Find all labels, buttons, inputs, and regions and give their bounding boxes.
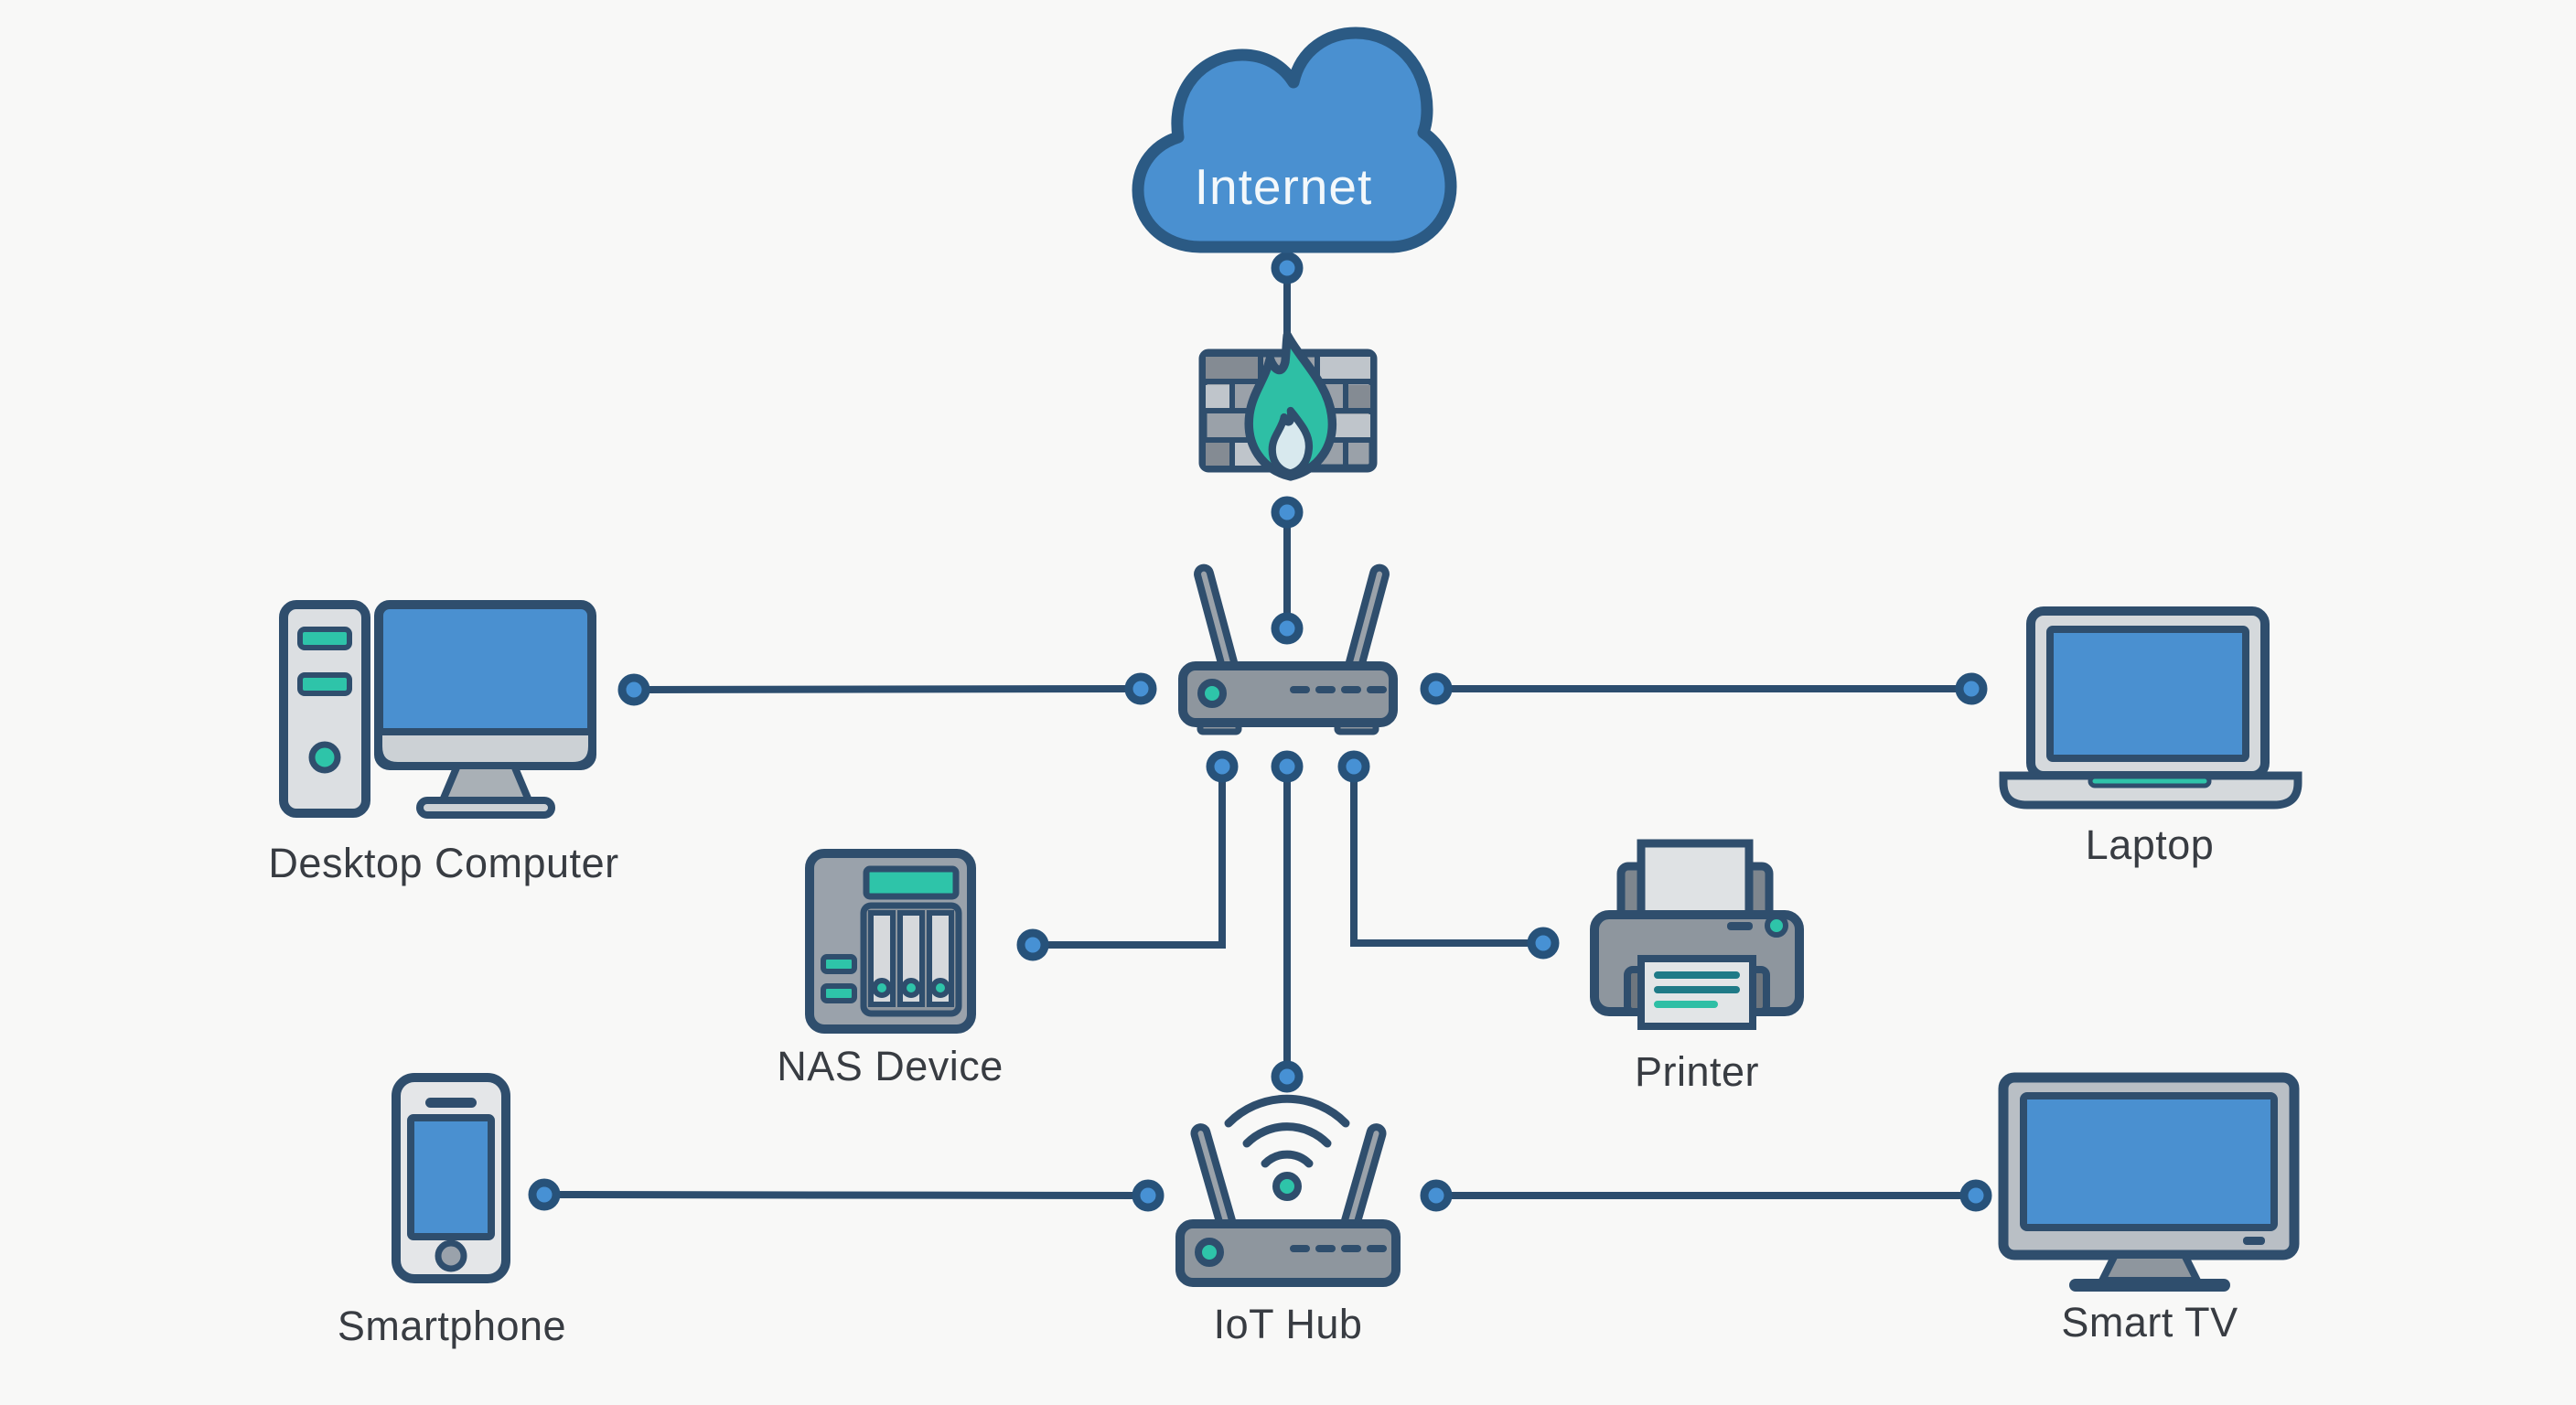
desktop-tower xyxy=(279,600,370,818)
router-ports xyxy=(1290,686,1387,693)
label-smartphone: Smartphone xyxy=(337,1303,567,1349)
smartphone-icon xyxy=(392,1073,510,1283)
label-laptop: Laptop xyxy=(2085,821,2215,868)
label-smart-tv: Smart TV xyxy=(2061,1299,2238,1346)
printer-paper-in xyxy=(1637,839,1754,923)
laptop-base xyxy=(1999,771,2302,810)
link-iothub-smartphone xyxy=(553,1191,1141,1199)
desktop-stand xyxy=(436,762,535,804)
flame-icon xyxy=(1244,330,1337,481)
node-laptop xyxy=(1955,672,1988,705)
iothub-ports xyxy=(1290,1245,1387,1252)
nas-icon xyxy=(805,849,976,1034)
node-router-south-left xyxy=(1206,750,1239,783)
node-smartphone xyxy=(528,1178,561,1211)
tv-screen xyxy=(2020,1092,2278,1231)
connector-lines xyxy=(553,276,1969,1199)
printer-icon xyxy=(1590,839,1804,1030)
node-below-internet xyxy=(1271,252,1304,284)
phone-speaker xyxy=(425,1098,477,1108)
node-router-south-mid xyxy=(1271,750,1304,783)
printer-led xyxy=(1765,914,1788,938)
iothub-body xyxy=(1175,1219,1401,1287)
tv-indicator xyxy=(2243,1237,2265,1245)
laptop-hinge-notch xyxy=(2088,774,2212,788)
link-router-printer xyxy=(1350,774,1536,947)
node-printer xyxy=(1527,927,1560,960)
smart-tv-icon xyxy=(1998,1072,2300,1292)
node-above-iothub xyxy=(1271,1060,1304,1093)
router-led xyxy=(1197,679,1227,708)
label-desktop: Desktop Computer xyxy=(268,840,619,886)
nas-drives xyxy=(868,910,954,1007)
tv-stand xyxy=(2096,1251,2204,1284)
node-router-east xyxy=(1420,672,1453,705)
link-router-desktop xyxy=(642,685,1134,693)
label-internet: Internet xyxy=(1194,158,1373,215)
laptop-icon xyxy=(1999,606,2302,810)
node-below-firewall xyxy=(1271,496,1304,529)
node-above-router xyxy=(1271,612,1304,645)
link-router-nas xyxy=(1041,774,1226,949)
node-iothub-west xyxy=(1132,1179,1165,1212)
iothub-antenna-left xyxy=(1190,1123,1237,1232)
iothub-antenna-right xyxy=(1340,1123,1387,1232)
node-nas xyxy=(1016,928,1049,961)
phone-screen xyxy=(407,1114,495,1240)
router-antenna-left xyxy=(1194,563,1240,679)
router-icon xyxy=(1178,563,1398,735)
node-desktop xyxy=(617,673,650,706)
router-antenna-right xyxy=(1344,563,1390,679)
label-printer: Printer xyxy=(1634,1048,1760,1095)
cloud-icon xyxy=(1132,27,1457,253)
firewall-icon xyxy=(1198,330,1378,481)
wifi-icon xyxy=(1224,1094,1350,1168)
iot-hub-icon xyxy=(1175,1094,1401,1287)
printer-text-lines xyxy=(1654,971,1740,1008)
node-iothub-east xyxy=(1420,1179,1453,1212)
wifi-dot xyxy=(1272,1172,1302,1201)
node-router-west xyxy=(1124,672,1157,705)
firewall-bricks xyxy=(1206,357,1370,466)
node-router-south-right xyxy=(1337,750,1370,783)
connector-nodes xyxy=(528,252,1992,1212)
phone-home-button xyxy=(435,1239,467,1272)
desktop-stand-base xyxy=(416,797,555,819)
laptop-screen xyxy=(2046,626,2249,762)
desktop-computer-icon xyxy=(279,600,596,819)
node-smarttv xyxy=(1959,1179,1992,1212)
label-nas: NAS Device xyxy=(777,1043,1004,1089)
desktop-monitor-chin xyxy=(375,728,596,769)
iothub-led xyxy=(1195,1238,1224,1267)
router-body xyxy=(1178,661,1398,727)
nas-display xyxy=(863,865,960,900)
tv-stand-base xyxy=(2069,1279,2230,1292)
label-iot-hub: IoT Hub xyxy=(1213,1301,1363,1347)
